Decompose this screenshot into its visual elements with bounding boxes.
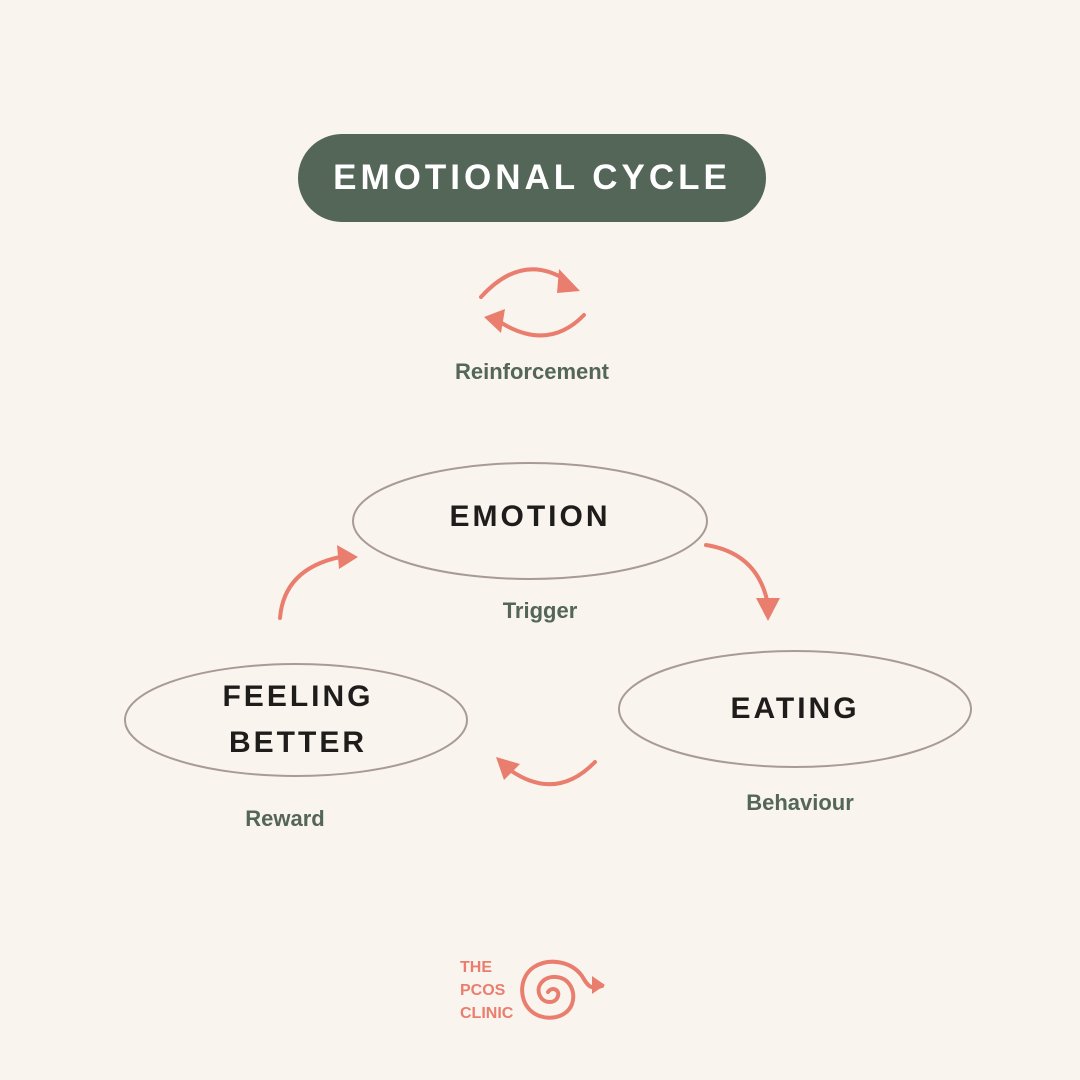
reward-caption: Reward <box>245 806 325 831</box>
arrow-eating-to-feeling-better <box>508 760 597 787</box>
logo-line1: THE <box>460 959 492 976</box>
logo-line2: PCOS <box>460 982 506 999</box>
logo-arrowhead <box>592 976 605 994</box>
trigger-caption: Trigger <box>502 598 578 623</box>
title-pill: EMOTIONAL CYCLE <box>298 134 766 222</box>
arrowhead-eating-to-feeling-better <box>496 757 520 780</box>
behaviour-caption: Behaviour <box>746 790 854 815</box>
reinforcement-arrowhead-top <box>557 269 580 293</box>
emotion-node-label: EMOTION <box>449 500 611 533</box>
feeling-better-node-label: FEELING BETTER <box>148 674 448 766</box>
arrow-emotion-to-eating <box>704 543 769 602</box>
reinforcement-label: Reinforcement <box>454 359 610 384</box>
arrowhead-emotion-to-eating <box>756 598 780 621</box>
feeling-better-line2: BETTER <box>229 726 367 759</box>
eating-ellipse <box>618 650 972 768</box>
page-title: EMOTIONAL CYCLE <box>333 158 731 197</box>
reinforcement-cycle-icon <box>479 267 586 338</box>
eating-node-label: EATING <box>730 692 860 725</box>
feeling-better-ellipse <box>124 663 468 777</box>
logo-line3: CLINIC <box>460 1005 514 1022</box>
logo-wordmark: THE PCOS CLINIC <box>460 956 513 1025</box>
reinforcement-arrowhead-bottom <box>484 309 505 333</box>
arrow-feeling-better-to-emotion <box>278 555 342 620</box>
emotion-ellipse <box>352 462 708 580</box>
feeling-better-line1: FEELING <box>222 680 374 713</box>
arrowhead-feeling-better-to-emotion <box>337 545 358 569</box>
spiral-arrow-icon <box>520 959 604 1020</box>
